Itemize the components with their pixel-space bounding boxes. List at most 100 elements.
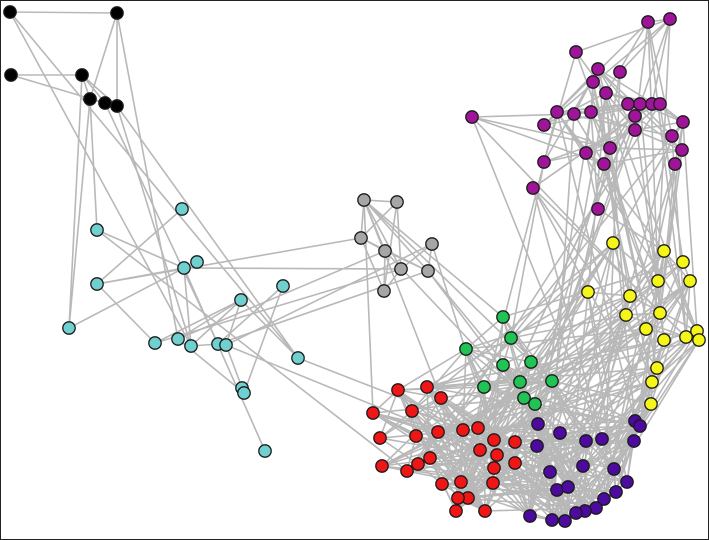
graph-node-magenta <box>550 105 564 119</box>
graph-node-purple <box>597 492 611 506</box>
graph-node-gray <box>377 284 391 298</box>
graph-node-red <box>473 443 487 457</box>
graph-node-cyan <box>62 321 76 335</box>
graph-node-yellow <box>653 306 667 320</box>
graph-node-green <box>496 310 510 324</box>
edges-layer <box>9 11 700 522</box>
graph-edge <box>609 147 683 151</box>
graph-node-red <box>449 504 463 518</box>
graph-edge <box>659 149 683 314</box>
graph-edge <box>510 121 684 339</box>
graph-node-purple <box>545 513 559 527</box>
graph-edge <box>465 328 647 350</box>
graph-node-cyan <box>190 255 204 269</box>
graph-edge <box>549 330 698 473</box>
graph-edge <box>582 465 617 493</box>
graph-node-green <box>477 380 491 394</box>
graph-node-yellow <box>623 289 637 303</box>
graph-edge <box>457 103 641 499</box>
graph-node-green <box>545 374 559 388</box>
graph-edge <box>496 432 561 456</box>
graph-node-cyan <box>219 338 233 352</box>
graph-node-black <box>75 68 89 82</box>
graph-node-yellow <box>657 244 671 258</box>
graph-node-magenta <box>676 115 690 129</box>
graph-edge <box>225 299 242 346</box>
graph-node-purple <box>607 462 621 476</box>
graph-edge <box>363 199 374 414</box>
graph-node-purple <box>576 459 590 473</box>
graph-edge <box>379 437 419 465</box>
graph-node-magenta <box>567 107 581 121</box>
graph-node-red <box>434 391 448 405</box>
graph-node-purple <box>579 434 593 448</box>
graph-node-magenta <box>584 105 598 119</box>
graph-node-yellow <box>619 308 633 322</box>
graph-edge <box>647 21 687 338</box>
graph-node-cyan <box>175 202 189 216</box>
graph-edge <box>549 113 575 473</box>
graph-node-cyan <box>258 444 272 458</box>
graph-node-black <box>83 92 97 106</box>
graph-edge <box>543 124 611 149</box>
graph-edge <box>397 386 485 391</box>
graph-node-red <box>487 433 501 447</box>
graph-node-magenta <box>537 155 551 169</box>
graph-node-gray <box>421 264 435 278</box>
graph-node-yellow <box>644 397 658 411</box>
graph-node-magenta <box>603 141 617 155</box>
graph-node-purple <box>561 480 575 494</box>
graph-edge <box>543 129 636 163</box>
graph-node-magenta <box>579 146 593 160</box>
graph-edge <box>397 348 467 391</box>
graph-node-cyan <box>184 339 198 353</box>
graph-edge <box>575 51 607 94</box>
graph-edge <box>564 242 614 522</box>
graph-node-red <box>451 491 465 505</box>
graph-node-magenta <box>599 86 613 100</box>
graph-node-purple <box>627 434 641 448</box>
graph-node-red <box>409 429 423 443</box>
graph-edge <box>240 299 299 359</box>
graph-edge <box>559 381 653 434</box>
graph-node-magenta <box>628 109 642 123</box>
graph-edge <box>551 380 584 467</box>
graph-edge <box>460 481 597 509</box>
graph-edge <box>590 111 661 314</box>
graph-edge <box>183 267 402 270</box>
graph-node-yellow <box>657 333 671 347</box>
graph-edge <box>96 229 408 472</box>
graph-node-green <box>504 331 518 345</box>
graph-node-magenta <box>569 45 583 59</box>
graph-node-green <box>459 342 473 356</box>
graph-node-red <box>366 406 380 420</box>
graph-node-red <box>420 380 434 394</box>
graph-node-purple <box>553 426 567 440</box>
graph-node-magenta <box>663 12 677 26</box>
graph-node-green <box>496 358 510 372</box>
graph-edge <box>457 486 569 499</box>
graph-edge <box>587 291 631 297</box>
graph-edge <box>89 98 98 231</box>
graph-edge <box>68 74 83 329</box>
graph-edge <box>510 314 627 339</box>
graph-edge <box>68 98 91 329</box>
graph-edge <box>597 68 684 123</box>
graph-edge <box>573 113 605 165</box>
graph-edge <box>455 381 521 512</box>
graph-node-purple <box>595 432 609 446</box>
graph-node-gray <box>390 195 404 209</box>
graph-edge <box>556 280 691 491</box>
graph-node-black <box>3 5 17 19</box>
graph-edge <box>471 116 611 149</box>
graph-edge <box>496 454 558 491</box>
graph-node-red <box>508 456 522 470</box>
graph-edge <box>465 295 631 350</box>
graph-node-red <box>487 461 501 475</box>
graph-edge <box>217 270 429 345</box>
graph-node-red <box>375 459 389 473</box>
graph-edge <box>379 397 442 439</box>
graph-node-gray <box>357 193 371 207</box>
graph-node-magenta <box>653 97 667 111</box>
